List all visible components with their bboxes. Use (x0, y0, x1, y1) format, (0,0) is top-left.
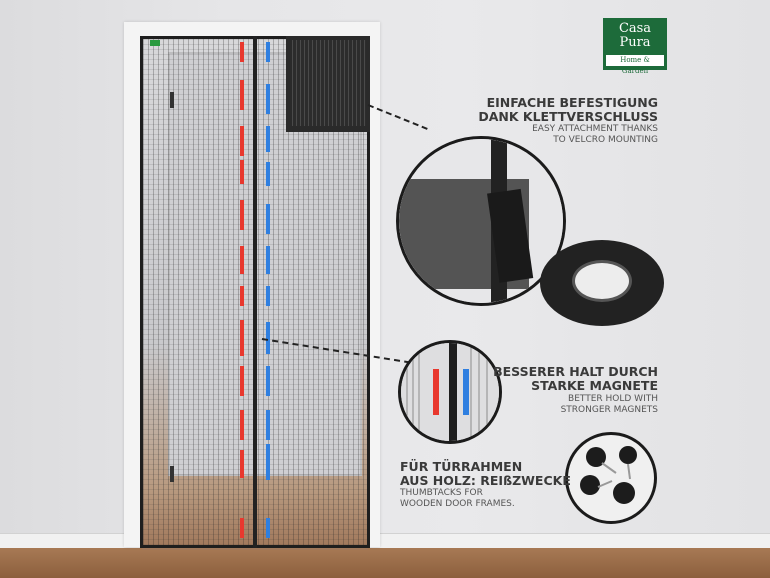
red-magnets (240, 42, 244, 538)
subtext-line: STRONGER MAGNETS (560, 405, 658, 415)
thumbtack-illustration (580, 446, 637, 504)
magnet-blue (266, 410, 270, 440)
magnet-red (240, 286, 244, 306)
subtext-line: THUMBTACKS FOR (400, 488, 483, 498)
magnet-red (240, 320, 244, 356)
heading-line: FÜR TÜRRAHMEN (400, 459, 523, 474)
feature-velcro-heading: EINFACHE BEFESTIGUNG DANK KLETTVERSCHLUS… (478, 96, 658, 124)
magnet-red (240, 42, 244, 62)
magnet-red (240, 160, 244, 184)
heading-line: BESSERER HALT DURCH (493, 364, 658, 379)
magnet-blue (266, 204, 270, 234)
velcro-tape-roll-core (572, 260, 632, 302)
magnet-blue (266, 286, 270, 306)
velcro-detail-illustration (399, 139, 563, 303)
subtext-line: TO VELCRO MOUNTING (553, 135, 658, 145)
magnetic-seam (253, 36, 257, 548)
magnet-blue (266, 162, 270, 186)
heading-line: STARKE MAGNETE (531, 378, 658, 393)
heading-line: EINFACHE BEFESTIGUNG (486, 95, 658, 110)
thumbtack-detail-circle (565, 432, 657, 524)
logo-line-pura: Pura (619, 35, 651, 50)
magnet-blue (266, 42, 270, 62)
magnet-blue (266, 444, 270, 480)
tag-green (150, 40, 160, 46)
magnet-red (240, 246, 244, 274)
feature-velcro-subtext: EASY ATTACHMENT THANKS TO VELCRO MOUNTIN… (532, 124, 658, 146)
door-hinge (170, 92, 174, 108)
magnet-blue (266, 366, 270, 396)
velcro-corner-mesh (292, 40, 366, 126)
magnet-blue (266, 126, 270, 152)
magnet-red (240, 126, 244, 156)
wooden-floor (0, 546, 770, 578)
casa-pura-logo: Casa Pura Home & Garden (603, 18, 667, 75)
feature-magnets-subtext: BETTER HOLD WITH STRONGER MAGNETS (561, 394, 658, 416)
magnet-red (240, 518, 244, 538)
feature-thumbtacks-subtext: THUMBTACKS FOR WOODEN DOOR FRAMES. (400, 488, 515, 510)
subtext-line: WOODEN DOOR FRAMES. (400, 499, 515, 509)
subtext-line: BETTER HOLD WITH (568, 394, 658, 404)
magnet-detail-circle (398, 340, 502, 444)
magnet-detail-illustration (401, 343, 499, 441)
subtext-line: EASY ATTACHMENT THANKS (532, 124, 658, 134)
magnet-red (240, 366, 244, 396)
magnet-blue (266, 322, 270, 354)
magnet-red (240, 200, 244, 230)
door-hinge (170, 466, 174, 482)
magnet-red (240, 80, 244, 110)
logo-line-casa: Casa (618, 21, 652, 36)
blue-magnets (266, 42, 270, 538)
magnet-red (240, 410, 244, 440)
heading-line: DANK KLETTVERSCHLUSS (478, 109, 658, 124)
feature-thumbtacks-heading: FÜR TÜRRAHMEN AUS HOLZ: REIßZWECKE (400, 460, 571, 488)
magnet-blue (266, 246, 270, 274)
magnet-red (240, 450, 244, 478)
logo-line-home-garden: Home & Garden (606, 55, 664, 75)
heading-line: AUS HOLZ: REIßZWECKE (400, 473, 571, 488)
velcro-detail-circle (396, 136, 566, 306)
magnet-blue (266, 518, 270, 538)
magnet-blue (266, 84, 270, 114)
feature-magnets-heading: BESSERER HALT DURCH STARKE MAGNETE (493, 365, 658, 393)
